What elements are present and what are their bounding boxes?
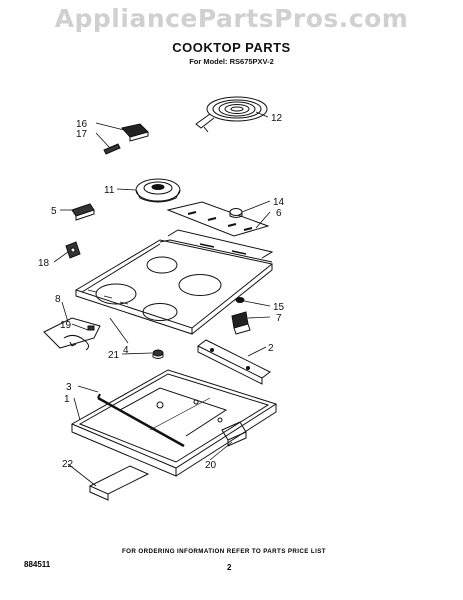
label-part-20: 20 bbox=[205, 460, 217, 471]
label-part-14: 14 bbox=[273, 197, 285, 208]
part-number-labels: 12 16 17 11 14 6 5 18 8 19 4 15 7 21 2 3… bbox=[38, 113, 285, 471]
label-part-22: 22 bbox=[62, 459, 74, 470]
drip-bowl bbox=[135, 178, 181, 203]
screw-small bbox=[103, 143, 121, 155]
document-number: 884511 bbox=[24, 560, 51, 569]
leader-lines bbox=[53, 111, 271, 487]
switch-post bbox=[235, 297, 245, 303]
side-clip bbox=[65, 241, 81, 259]
label-part-18: 18 bbox=[38, 258, 50, 269]
infinite-switch bbox=[231, 311, 251, 335]
label-part-16: 16 bbox=[76, 119, 88, 130]
label-part-15: 15 bbox=[273, 302, 285, 313]
label-part-12: 12 bbox=[271, 113, 283, 124]
label-part-21: 21 bbox=[108, 350, 120, 361]
rear-bracket bbox=[197, 339, 271, 385]
cooktop-main-top bbox=[74, 229, 274, 335]
ordering-info-note: FOR ORDERING INFORMATION REFER TO PARTS … bbox=[122, 548, 326, 555]
label-part-4: 4 bbox=[123, 345, 129, 356]
cooktop-burner-box bbox=[70, 369, 278, 477]
side-bottom-bracket bbox=[88, 465, 150, 501]
element-bracket bbox=[121, 123, 149, 142]
label-part-5: 5 bbox=[51, 206, 57, 217]
front-bottom-bracket bbox=[221, 421, 247, 447]
page-title: COOKTOP PARTS bbox=[172, 40, 291, 55]
label-part-17: 17 bbox=[76, 129, 88, 140]
grommet bbox=[152, 349, 164, 359]
label-part-11: 11 bbox=[104, 185, 115, 196]
label-part-19: 19 bbox=[60, 320, 72, 331]
label-part-6: 6 bbox=[276, 208, 282, 219]
model-line: For Model: RS675PXV-2 bbox=[189, 57, 274, 66]
watermark-text: AppliancePartsPros.com bbox=[54, 4, 409, 33]
surface-element-coil bbox=[195, 96, 268, 133]
terminal-block bbox=[71, 203, 95, 221]
wire-harness bbox=[43, 317, 101, 351]
control-panel-strip bbox=[166, 201, 270, 237]
label-part-1: 1 bbox=[64, 394, 70, 405]
support-rod bbox=[97, 393, 185, 448]
label-part-2: 2 bbox=[268, 343, 274, 354]
label-part-7: 7 bbox=[276, 313, 282, 324]
label-part-8: 8 bbox=[55, 294, 61, 305]
label-part-3: 3 bbox=[66, 382, 72, 393]
page-number: 2 bbox=[227, 563, 232, 572]
